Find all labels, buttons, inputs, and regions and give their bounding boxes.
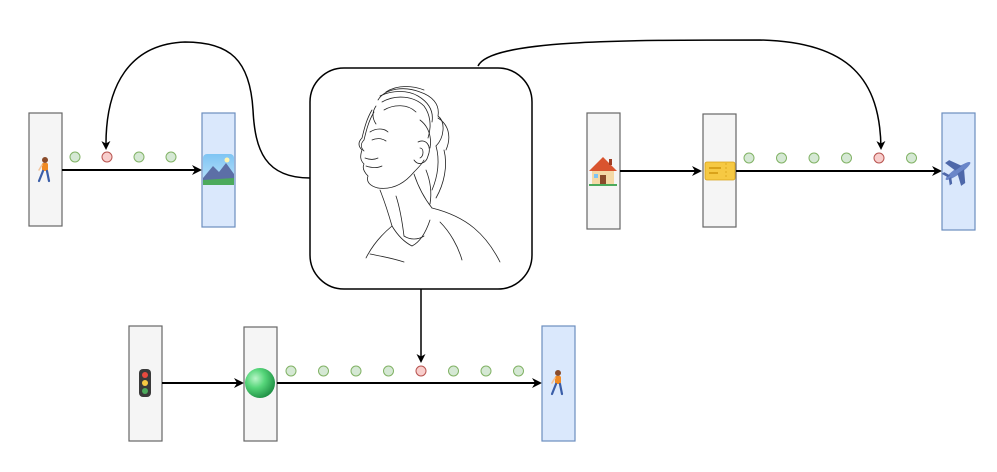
token-dot-red: [101, 151, 113, 163]
curve-portrait-to-left-chain: [101, 41, 311, 179]
token-dot-green: [743, 152, 755, 164]
token-dot-red: [415, 365, 427, 377]
mountain-landscape-icon: [203, 154, 234, 185]
portrait-box: [309, 67, 533, 290]
walking-person-icon: [37, 157, 51, 183]
ticket-icon: [704, 161, 736, 181]
curve-portrait-to-right-chain: [477, 39, 886, 150]
walking-person-icon: [550, 370, 564, 396]
traffic-light-icon: [139, 369, 151, 397]
token-dot-green: [513, 365, 524, 377]
chain-walk-to-picture: [28, 112, 236, 228]
chain-sphere-to-walk: [128, 325, 576, 442]
token-dot-green: [285, 365, 297, 377]
token-dot-green: [906, 152, 917, 164]
token-dot-green: [480, 365, 492, 377]
chain-ticket-to-plane: [586, 112, 976, 231]
token-dot-green: [448, 365, 459, 377]
portrait-sketch-icon: [358, 86, 501, 263]
house-icon: [589, 157, 617, 186]
airplane-icon: [941, 160, 971, 186]
token-dot-green: [776, 152, 787, 164]
token-dot-green: [133, 151, 145, 163]
token-dot-green: [350, 365, 362, 377]
token-dot-green: [165, 151, 177, 163]
token-dot-green: [318, 365, 329, 377]
token-dot-red: [873, 152, 885, 164]
token-dot-green: [69, 151, 81, 163]
token-dot-green: [383, 365, 394, 377]
token-dot-green: [808, 152, 820, 164]
green-sphere-icon: [245, 368, 275, 398]
token-dot-green: [841, 152, 852, 164]
